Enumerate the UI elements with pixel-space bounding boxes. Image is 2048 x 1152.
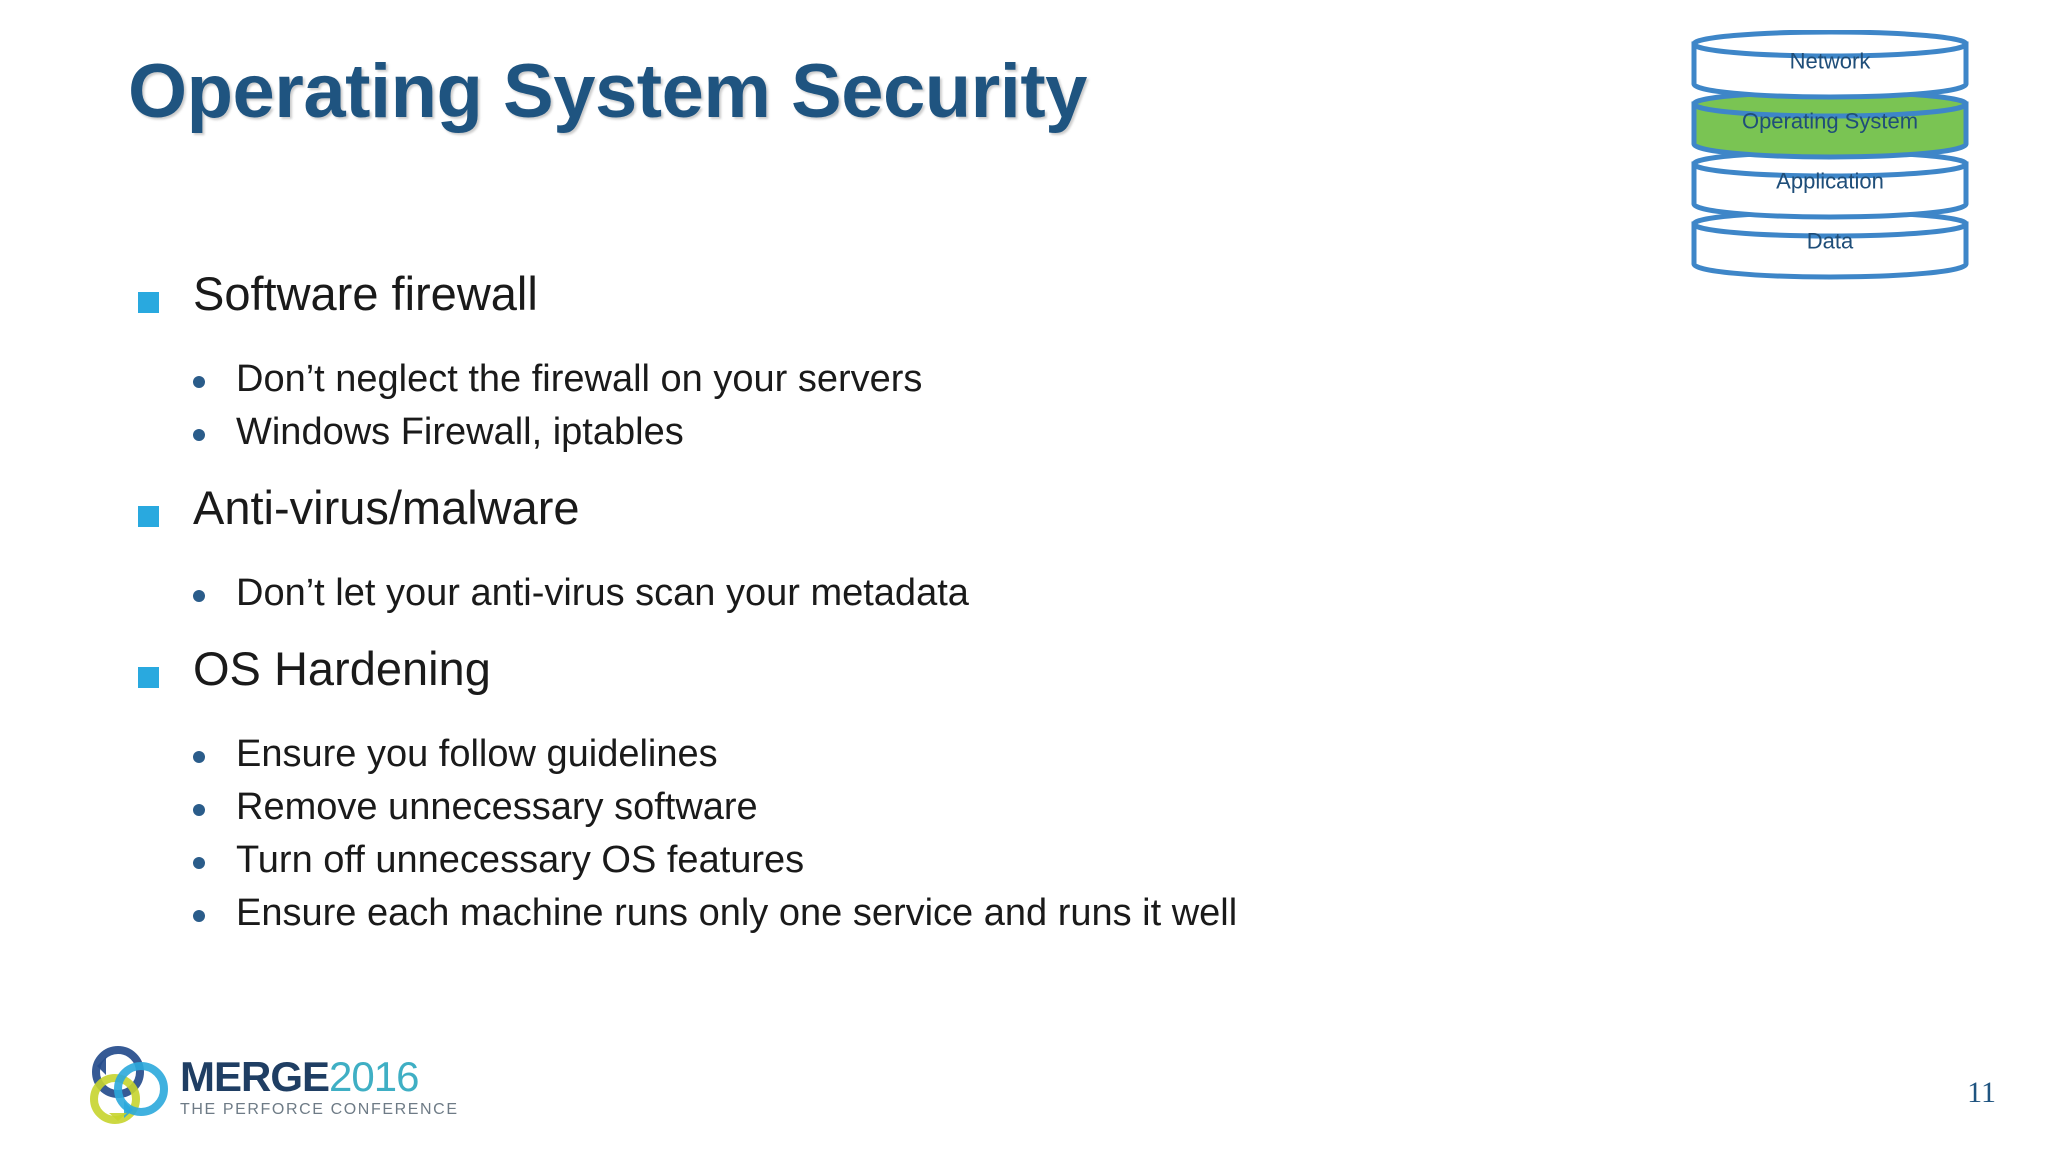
list-item-label: OS Hardening	[193, 642, 491, 695]
list-item: OS Hardening	[128, 645, 1668, 692]
three-rings-icon	[90, 1046, 168, 1124]
list-item: Software firewall	[128, 270, 1668, 317]
spacer	[128, 541, 1668, 559]
dot-bullet-icon	[193, 804, 205, 816]
cylinder-shape-icon	[1691, 150, 1969, 220]
logo-year-text: 2016	[329, 1053, 419, 1100]
logo-brand-text: MERGE	[180, 1053, 330, 1100]
list-item: Don’t neglect the firewall on your serve…	[128, 360, 1668, 398]
square-bullet-icon	[138, 506, 159, 527]
square-bullet-icon	[138, 292, 159, 313]
list-item: Windows Firewall, iptables	[128, 413, 1668, 451]
dot-bullet-icon	[193, 751, 205, 763]
security-layers-diagram: Data Application Operating System Networ…	[1690, 30, 1980, 292]
list-item: Ensure you follow guidelines	[128, 735, 1668, 773]
page-number: 11	[1967, 1076, 1996, 1109]
merge-conference-logo: MERGE2016 THE PERFORCE CONFERENCE	[84, 1042, 457, 1132]
bullet-list: Software firewall Don’t neglect the fire…	[128, 262, 1668, 941]
cylinder-shape-icon	[1691, 210, 1969, 280]
list-item: Ensure each machine runs only one servic…	[128, 894, 1668, 932]
dot-bullet-icon	[193, 429, 205, 441]
list-item-label: Ensure you follow guidelines	[236, 733, 718, 775]
spacer	[128, 327, 1668, 345]
list-item: Turn off unnecessary OS features	[128, 841, 1668, 879]
logo-wordmark: MERGE2016 THE PERFORCE CONFERENCE	[180, 1056, 459, 1118]
cylinder-shape-icon	[1691, 90, 1969, 160]
square-bullet-icon	[138, 667, 159, 688]
logo-tagline: THE PERFORCE CONFERENCE	[180, 1101, 459, 1118]
page-title: Operating System Security	[128, 49, 1087, 134]
list-item-label: Don’t neglect the firewall on your serve…	[236, 358, 923, 400]
dot-bullet-icon	[193, 857, 205, 869]
dot-bullet-icon	[193, 910, 205, 922]
list-item-label: Turn off unnecessary OS features	[236, 839, 805, 881]
dot-bullet-icon	[193, 590, 205, 602]
list-item-label: Don’t let your anti-virus scan your meta…	[236, 572, 969, 614]
list-item-label: Windows Firewall, iptables	[236, 411, 684, 453]
spacer	[128, 621, 1668, 637]
list-item: Remove unnecessary software	[128, 788, 1668, 826]
list-item: Don’t let your anti-virus scan your meta…	[128, 574, 1668, 612]
dot-bullet-icon	[193, 376, 205, 388]
list-item-label: Software firewall	[193, 267, 538, 320]
list-item-label: Anti-virus/malware	[193, 481, 580, 534]
list-item-label: Ensure each machine runs only one servic…	[236, 892, 1238, 934]
spacer	[128, 460, 1668, 476]
list-item-label: Remove unnecessary software	[236, 786, 758, 828]
cylinder-shape-icon	[1691, 30, 1969, 100]
list-item: Anti-virus/malware	[128, 484, 1668, 531]
spacer	[128, 702, 1668, 720]
layer-cylinder-network: Network	[1690, 30, 1970, 100]
